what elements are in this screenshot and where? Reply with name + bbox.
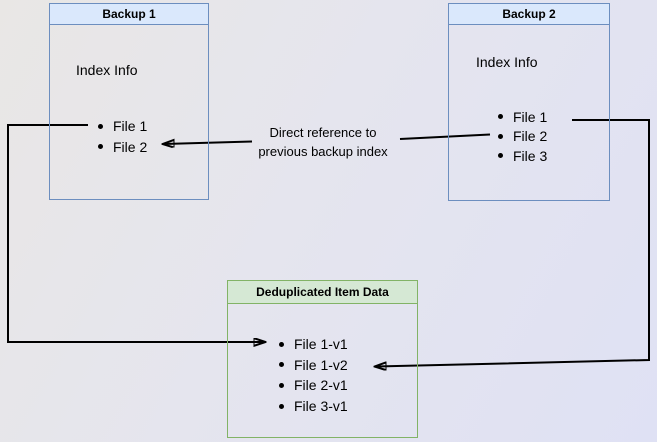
backup2-box: Backup 2 <box>448 3 610 201</box>
list-item: File 3-v1 <box>279 396 348 417</box>
backup2-file-list: File 1 File 2 File 3 <box>498 107 547 166</box>
backup1-index-info-label: Index Info <box>76 62 138 78</box>
dedup-file-list: File 1-v1 File 1-v2 File 2-v1 File 3-v1 <box>279 334 348 416</box>
dedup-header: Deduplicated Item Data <box>228 281 417 304</box>
annotation-line2: previous backup index <box>258 144 388 159</box>
backup1-file-list: File 1 File 2 <box>98 116 147 157</box>
backup2-index-info-label: Index Info <box>476 54 538 70</box>
dedup-box: Deduplicated Item Data <box>227 280 418 438</box>
list-item: File 1-v2 <box>279 355 348 376</box>
list-item: File 2 <box>98 137 147 158</box>
list-item: File 2-v1 <box>279 375 348 396</box>
list-item: File 1 <box>98 116 147 137</box>
list-item: File 1 <box>498 107 547 127</box>
list-item: File 1-v1 <box>279 334 348 355</box>
backup2-header: Backup 2 <box>449 4 609 25</box>
list-item: File 3 <box>498 146 547 166</box>
backup1-box: Backup 1 <box>49 3 209 200</box>
annotation-line1: Direct reference to <box>269 125 377 140</box>
backup1-header: Backup 1 <box>50 4 208 25</box>
direct-reference-annotation: Direct reference to previous backup inde… <box>258 123 387 161</box>
list-item: File 2 <box>498 127 547 147</box>
